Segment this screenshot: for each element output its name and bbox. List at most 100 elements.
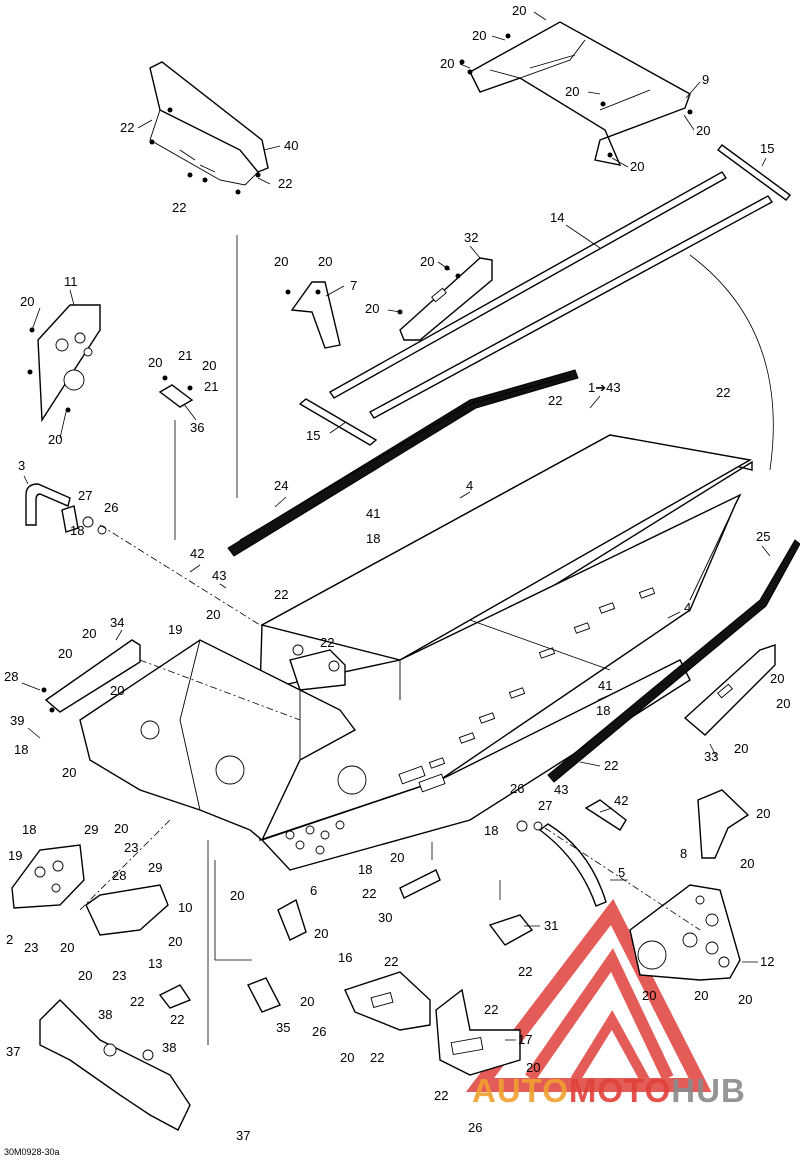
callout-28: 28 — [4, 669, 18, 684]
watermark-auto: AUTO — [472, 1072, 569, 1109]
callout-20: 20 — [756, 806, 770, 821]
part-9-bracket — [459, 21, 693, 166]
callout-20: 20 — [630, 159, 644, 174]
callout-4: 4 — [466, 478, 473, 493]
part-5-handle-tube — [516, 799, 627, 907]
part-12-gusset — [629, 884, 741, 981]
callout-29: 29 — [84, 822, 98, 837]
callout-20: 20 — [565, 84, 579, 99]
callout-37: 37 — [6, 1044, 20, 1059]
callout-16: 16 — [338, 950, 352, 965]
figure-code: 30M0928-30a — [4, 1147, 60, 1157]
callout-17: 17 — [518, 1032, 532, 1047]
callout-20: 20 — [440, 56, 454, 71]
callout-37: 37 — [236, 1128, 250, 1143]
callout-20: 20 — [314, 926, 328, 941]
callout-8: 8 — [680, 846, 687, 861]
part-24-rail — [227, 369, 579, 557]
watermark-hub: HUB — [671, 1072, 746, 1109]
callout-23: 23 — [124, 840, 138, 855]
part-33-bracket — [683, 644, 776, 736]
callout-19: 19 — [168, 622, 182, 637]
callout-28: 28 — [112, 868, 126, 883]
callout-20: 20 — [642, 988, 656, 1003]
callout-29: 29 — [148, 860, 162, 875]
callout-41: 41 — [598, 678, 612, 693]
callout-20: 20 — [110, 683, 124, 698]
part-2-bracket — [11, 844, 85, 909]
callout-20: 20 — [230, 888, 244, 903]
callout-leaders — [21, 11, 771, 1041]
callout-6: 6 — [310, 883, 317, 898]
callout-4: 4 — [684, 600, 691, 615]
callout-22: 22 — [434, 1088, 448, 1103]
callout-32: 32 — [464, 230, 478, 245]
callout-20: 20 — [738, 992, 752, 1007]
callout-11: 11 — [64, 274, 78, 289]
callout-18: 18 — [22, 822, 36, 837]
callout-19: 19 — [8, 848, 22, 863]
callout-26: 26 — [312, 1024, 326, 1039]
part-10-bracket — [85, 884, 169, 936]
callout-3: 3 — [18, 458, 25, 473]
callout-26: 26 — [510, 781, 524, 796]
callout-22: 22 — [320, 635, 334, 650]
callout-26: 26 — [104, 500, 118, 515]
part-35-bracket — [247, 977, 281, 1013]
callout-20: 20 — [300, 994, 314, 1009]
callout-22: 22 — [604, 758, 618, 773]
part-7-plate — [285, 281, 341, 349]
assembly-lines — [79, 235, 774, 1045]
callout-20: 20 — [526, 1060, 540, 1075]
watermark-moto: MOTO — [568, 1072, 672, 1109]
callout-20: 20 — [390, 850, 404, 865]
callout-20: 20 — [740, 856, 754, 871]
callout-22: 22 — [170, 1012, 184, 1027]
part-3-handle — [25, 483, 107, 535]
callout-22: 22 — [384, 954, 398, 969]
callout-38: 38 — [98, 1007, 112, 1022]
callout-20: 20 — [58, 646, 72, 661]
callout-20: 20 — [770, 671, 784, 686]
callout-15: 15 — [760, 141, 774, 156]
part-16-bracket — [344, 971, 431, 1031]
callout-38: 38 — [162, 1040, 176, 1055]
callout-20: 20 — [48, 432, 62, 447]
callout-22: 22 — [370, 1050, 384, 1065]
callout-18: 18 — [596, 703, 610, 718]
callout-21: 21 — [204, 379, 218, 394]
callout-20: 20 — [168, 934, 182, 949]
callout-20: 20 — [82, 626, 96, 641]
part-34-bracket — [41, 639, 141, 713]
callout-20: 20 — [202, 358, 216, 373]
callout-20: 20 — [340, 1050, 354, 1065]
callout-22: 22 — [120, 120, 134, 135]
part-30-bracket — [399, 869, 441, 899]
callout-2: 2 — [6, 932, 13, 947]
part-11-gusset — [27, 304, 101, 423]
part-6-bracket — [277, 898, 307, 941]
callout-20: 20 — [20, 294, 34, 309]
callout-20: 20 — [365, 301, 379, 316]
callout-22: 22 — [716, 385, 730, 400]
callout-10: 10 — [178, 900, 192, 915]
callout-13: 13 — [148, 956, 162, 971]
callout-5: 5 — [618, 865, 625, 880]
callout-42: 42 — [614, 793, 628, 808]
main-tunnel-frame — [79, 434, 753, 871]
callout-14: 14 — [550, 210, 564, 225]
callout-23: 23 — [24, 940, 38, 955]
callout-labels: 20 20 20 9 20 20 20 15 14 22 40 22 22 32… — [4, 3, 790, 1143]
callout-18: 18 — [484, 823, 498, 838]
callout-31: 31 — [544, 918, 558, 933]
callout-18: 18 — [14, 742, 28, 757]
callout-9: 9 — [702, 72, 709, 87]
callout-35: 35 — [276, 1020, 290, 1035]
callout-22: 22 — [362, 886, 376, 901]
callout-22: 22 — [172, 200, 186, 215]
callout-33: 33 — [704, 749, 718, 764]
part-8-bracket — [697, 789, 750, 859]
callout-26: 26 — [468, 1120, 482, 1135]
part-15-strip-top — [716, 144, 792, 201]
